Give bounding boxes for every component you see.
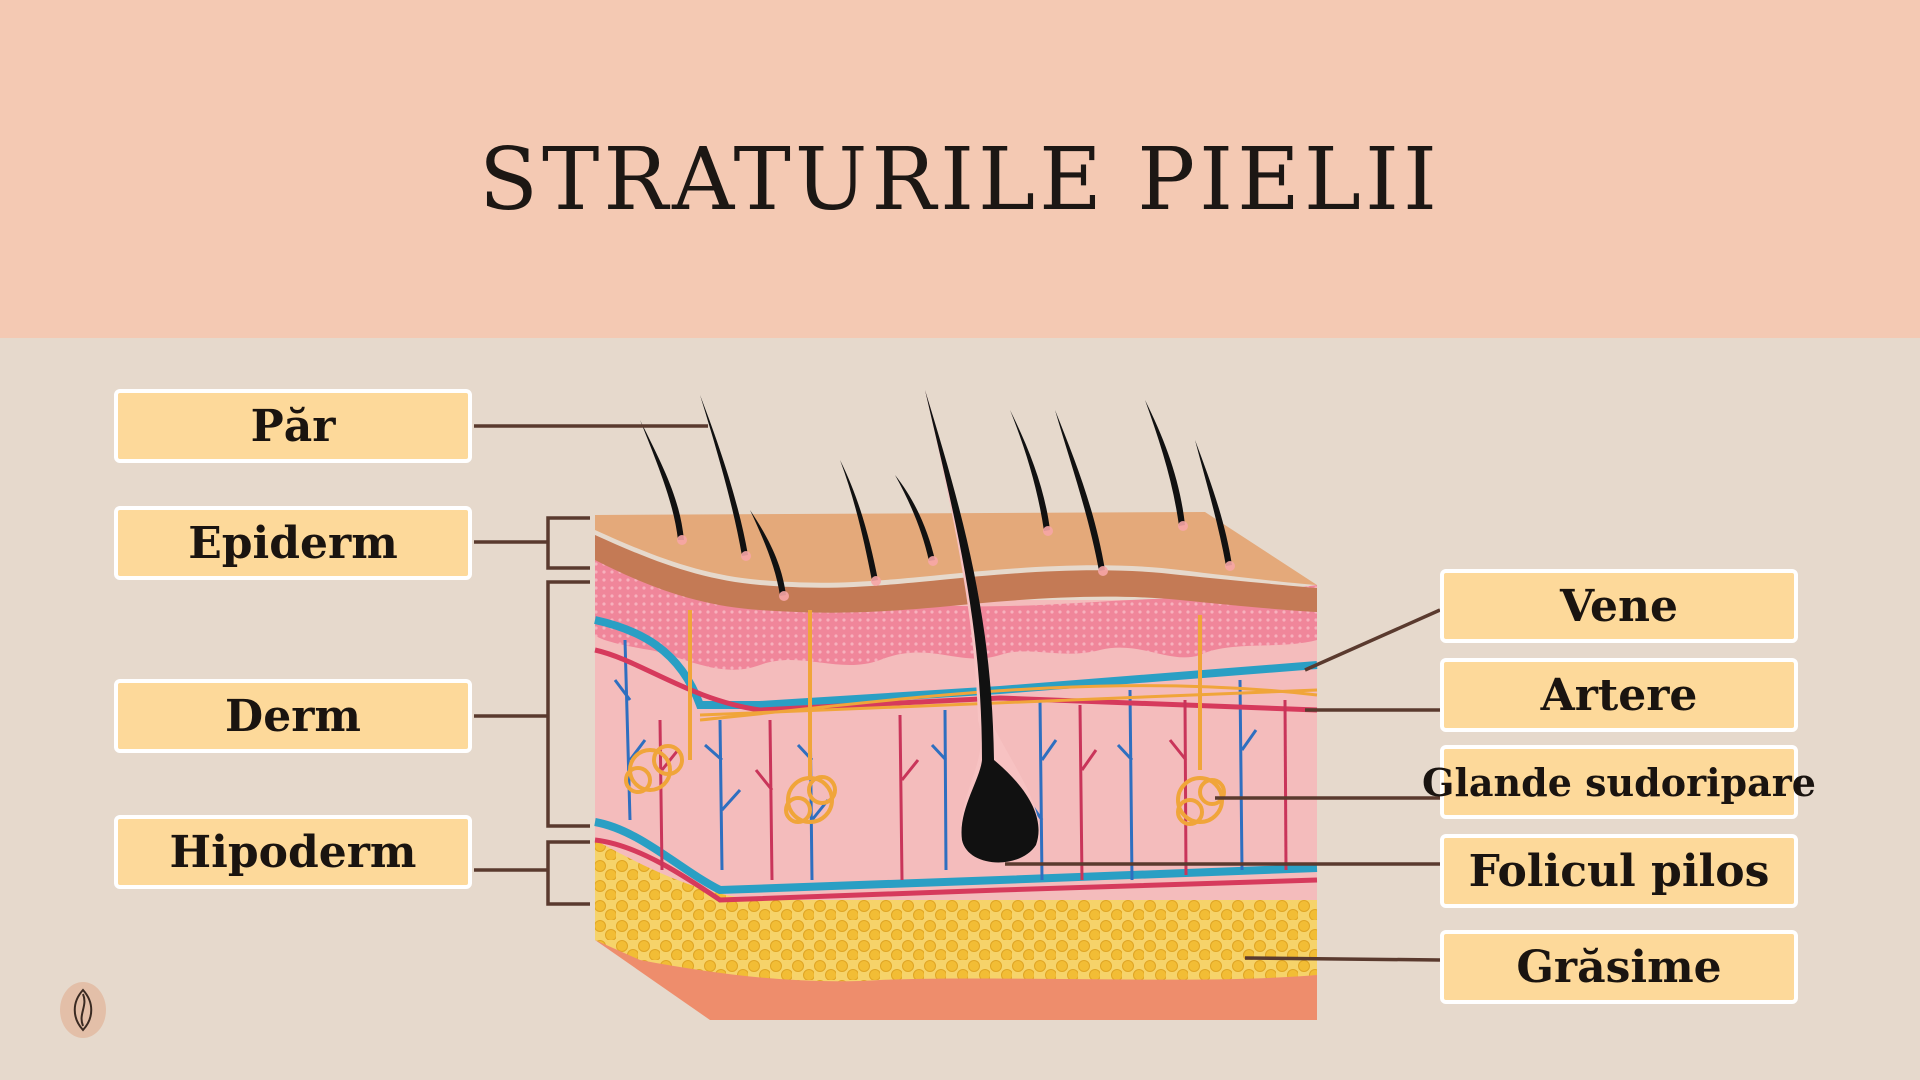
label-par: Păr <box>114 389 472 463</box>
label-folicul-pilos: Folicul pilos <box>1440 834 1798 908</box>
arteries <box>594 647 1318 903</box>
veins <box>594 616 1318 895</box>
header-band <box>0 0 1920 338</box>
label-hipoderm: Hipoderm <box>114 815 472 889</box>
label-glande-sudoripare: Glande sudoripare <box>1422 745 1816 819</box>
fat-layer <box>595 835 1317 982</box>
connectors <box>474 424 1441 962</box>
label-vene: Vene <box>1440 569 1798 643</box>
skin-block <box>595 512 1317 1020</box>
papillary-layer <box>595 555 1317 670</box>
surface-hairs <box>640 395 1232 596</box>
sweat-glands <box>624 610 1226 826</box>
page-title: STRATURILE PIELII <box>479 130 1441 230</box>
label-epiderm: Epiderm <box>114 506 472 580</box>
label-derm: Derm <box>114 679 472 753</box>
dermis-layer <box>595 600 1317 900</box>
hair-follicle <box>925 390 1040 863</box>
label-artere: Artere <box>1440 658 1798 732</box>
label-grasime: Grăsime <box>1440 930 1798 1004</box>
leaf-logo-icon <box>60 982 106 1038</box>
